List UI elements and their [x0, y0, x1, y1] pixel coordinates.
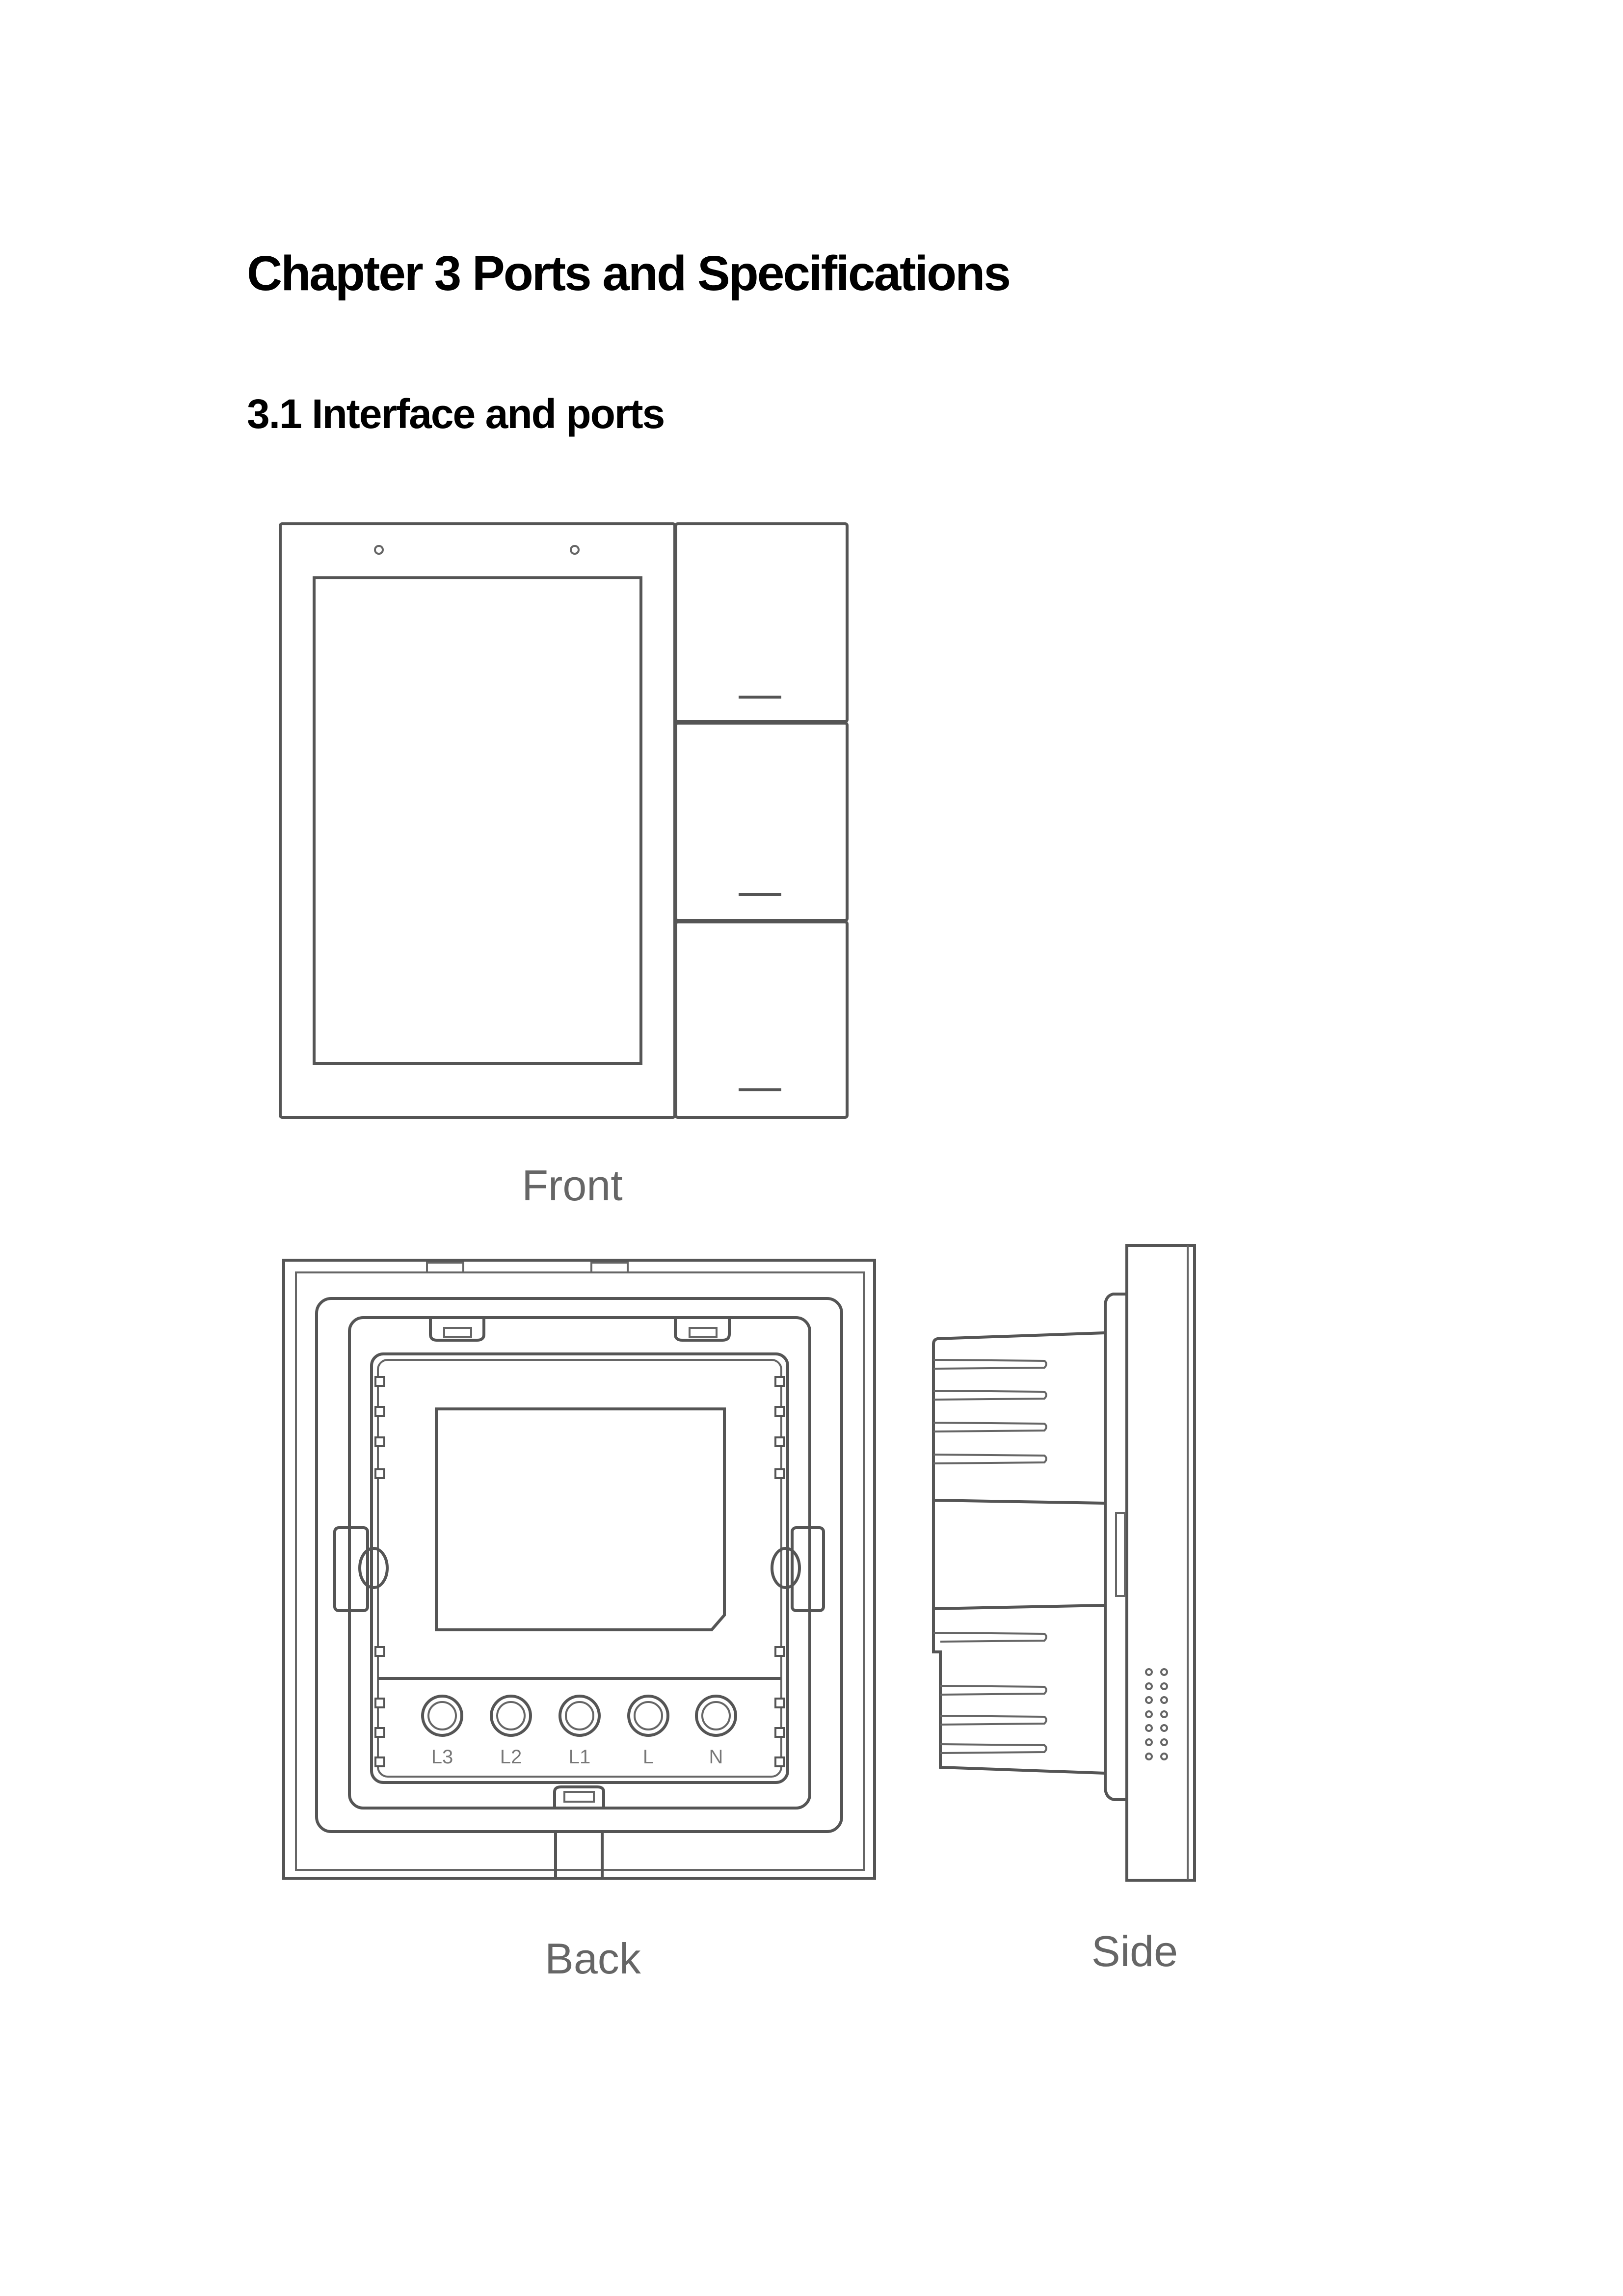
- button-1: [674, 522, 849, 723]
- back-label: Back: [545, 1934, 641, 1983]
- side-label: Side: [1091, 1927, 1178, 1975]
- terminal-L3: [421, 1695, 463, 1737]
- terminal-L: [627, 1695, 669, 1737]
- terminal-label: N: [709, 1746, 723, 1768]
- terminal-label: L1: [569, 1746, 591, 1768]
- button-2: [674, 722, 849, 922]
- sensor-dot: [374, 545, 384, 555]
- terminal-label: L2: [500, 1746, 522, 1768]
- terminal-block: L3 L2 L1 L N: [421, 1695, 737, 1768]
- side-view-drawing: [932, 1244, 1196, 1882]
- section-title: 3.1 Interface and ports: [247, 391, 665, 437]
- terminal-label: L3: [431, 1746, 453, 1768]
- front-label: Front: [522, 1161, 622, 1210]
- chapter-title: Chapter 3 Ports and Specifications: [247, 246, 1011, 301]
- back-view-drawing: [282, 1259, 876, 1880]
- front-view-drawing: [279, 522, 849, 1119]
- terminal-L1: [559, 1695, 601, 1737]
- terminal-label: L: [643, 1746, 654, 1768]
- module-window: [435, 1407, 726, 1631]
- terminal-N: [695, 1695, 737, 1737]
- button-3: [674, 920, 849, 1119]
- terminal-L2: [490, 1695, 532, 1737]
- sensor-dot: [570, 545, 580, 555]
- touch-screen: [313, 576, 642, 1065]
- speaker-grille: [1145, 1668, 1168, 1760]
